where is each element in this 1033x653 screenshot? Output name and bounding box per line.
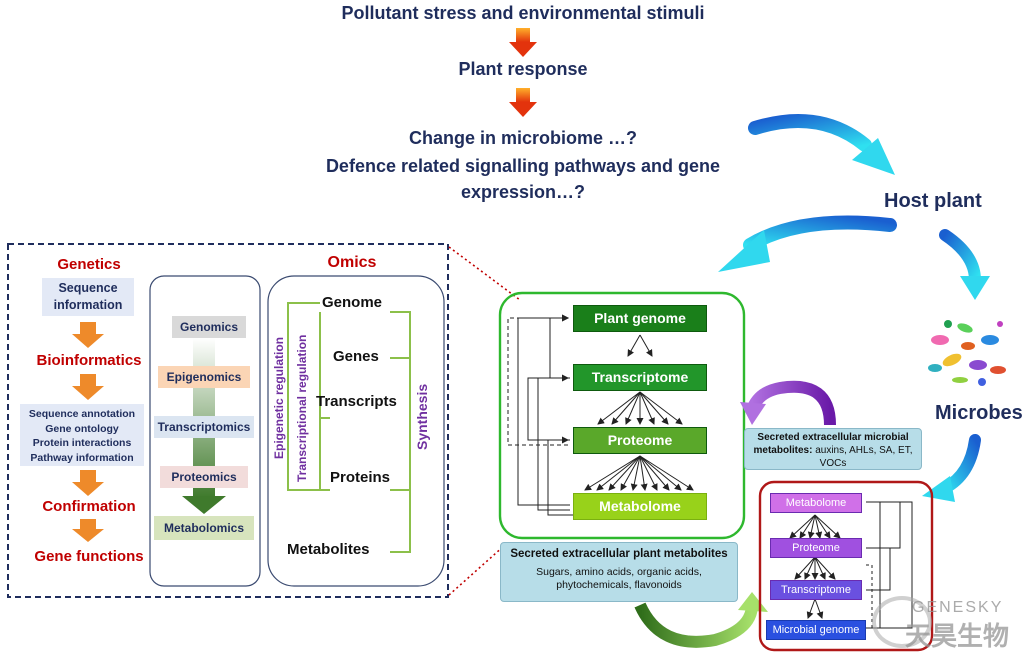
plant-metabolites-body: Sugars, amino acids, organic acids, phyt… [536, 566, 702, 591]
omics-metabolomics: Metabolomics [154, 516, 254, 540]
bioinfo-item: Pathway information [30, 451, 134, 464]
microbe-transcriptome-box: Transcriptome [770, 580, 862, 600]
epigenetic-regulation-label: Epigenetic regulation [272, 337, 286, 460]
omics-metabolites: Metabolites [287, 541, 370, 558]
bioinformatics-title: Bioinformatics [36, 352, 142, 369]
plant-response-text: Plant response [458, 59, 588, 79]
signalling-question-line2: expression…? [460, 182, 586, 202]
microbes-illustration [920, 310, 1010, 390]
omics-proteomics: Proteomics [160, 466, 248, 488]
plant-metabolites-box: Secreted extracellular plant metabolites… [500, 542, 738, 602]
plant-genome-box: Plant genome [573, 305, 707, 332]
microbial-metabolites-box: Secreted extracellular microbial metabol… [744, 428, 922, 470]
bioinformatics-items: Sequence annotation Gene ontology Protei… [20, 404, 144, 466]
confirmation-title: Confirmation [42, 498, 136, 515]
omics-genome: Genome [322, 294, 383, 311]
genetics-title: Genetics [57, 256, 121, 273]
watermark-logo [872, 596, 932, 648]
dashed-frame [7, 243, 449, 598]
microbe-metabolome-box: Metabolome [770, 493, 862, 513]
blue-curved-arrow-to-microbes [939, 229, 990, 300]
gene-functions-title: Gene functions [34, 548, 144, 565]
microbial-metabolites-title: Secreted extracellular microbial metabol… [753, 432, 909, 456]
omics-transcripts: Transcripts [316, 393, 397, 410]
microbe-proteome-box: Proteome [770, 538, 862, 558]
plant-transcriptome-box: Transcriptome [573, 364, 707, 391]
signalling-question-line1: Defence related signalling pathways and … [325, 156, 721, 176]
watermark-latin: GENESKY [912, 599, 1004, 616]
orange-arrow-2 [509, 88, 537, 117]
blue-curved-arrow-to-omics [718, 215, 897, 272]
blue-curved-arrow-to-host [748, 114, 895, 175]
omics-genes: Genes [333, 348, 379, 365]
omics-transcriptomics: Transcriptomics [154, 416, 254, 438]
orange-arrow-1 [509, 28, 537, 57]
genetics-arrows [72, 322, 104, 542]
microbiome-question: Change in microbiome …? [408, 128, 638, 148]
microbial-genome-box: Microbial genome [766, 620, 866, 640]
plant-metabolites-title: Secreted extracellular plant metabolites [510, 548, 728, 560]
omics-genomics: Genomics [172, 316, 246, 338]
plant-metabolome-box: Metabolome [573, 493, 707, 520]
blue-curved-arrow-to-microbe-panel [922, 434, 981, 502]
omics-title: Omics [327, 254, 377, 271]
bioinfo-item: Gene ontology [45, 422, 119, 435]
microbes-label: Microbes [935, 402, 1023, 424]
microbial-metabolites-body: auxins, AHLs, SA, ET, VOCs [812, 445, 913, 469]
bioinfo-item: Protein interactions [32, 437, 132, 449]
transcriptional-regulation-label: Transcriptional regulation [295, 334, 309, 482]
stimuli-text: Pollutant stress and environmental stimu… [341, 3, 705, 23]
host-plant-label: Host plant [884, 190, 982, 212]
omics-proteins: Proteins [330, 469, 391, 486]
watermark-chinese: 天昊生物 [905, 621, 1010, 651]
omics-epigenomics: Epigenomics [158, 366, 250, 388]
plant-proteome-box: Proteome [573, 427, 707, 454]
synthesis-label: Synthesis [414, 383, 430, 451]
bioinfo-item: Sequence annotation [28, 408, 136, 420]
sequence-information-box: Sequence information [42, 278, 134, 316]
